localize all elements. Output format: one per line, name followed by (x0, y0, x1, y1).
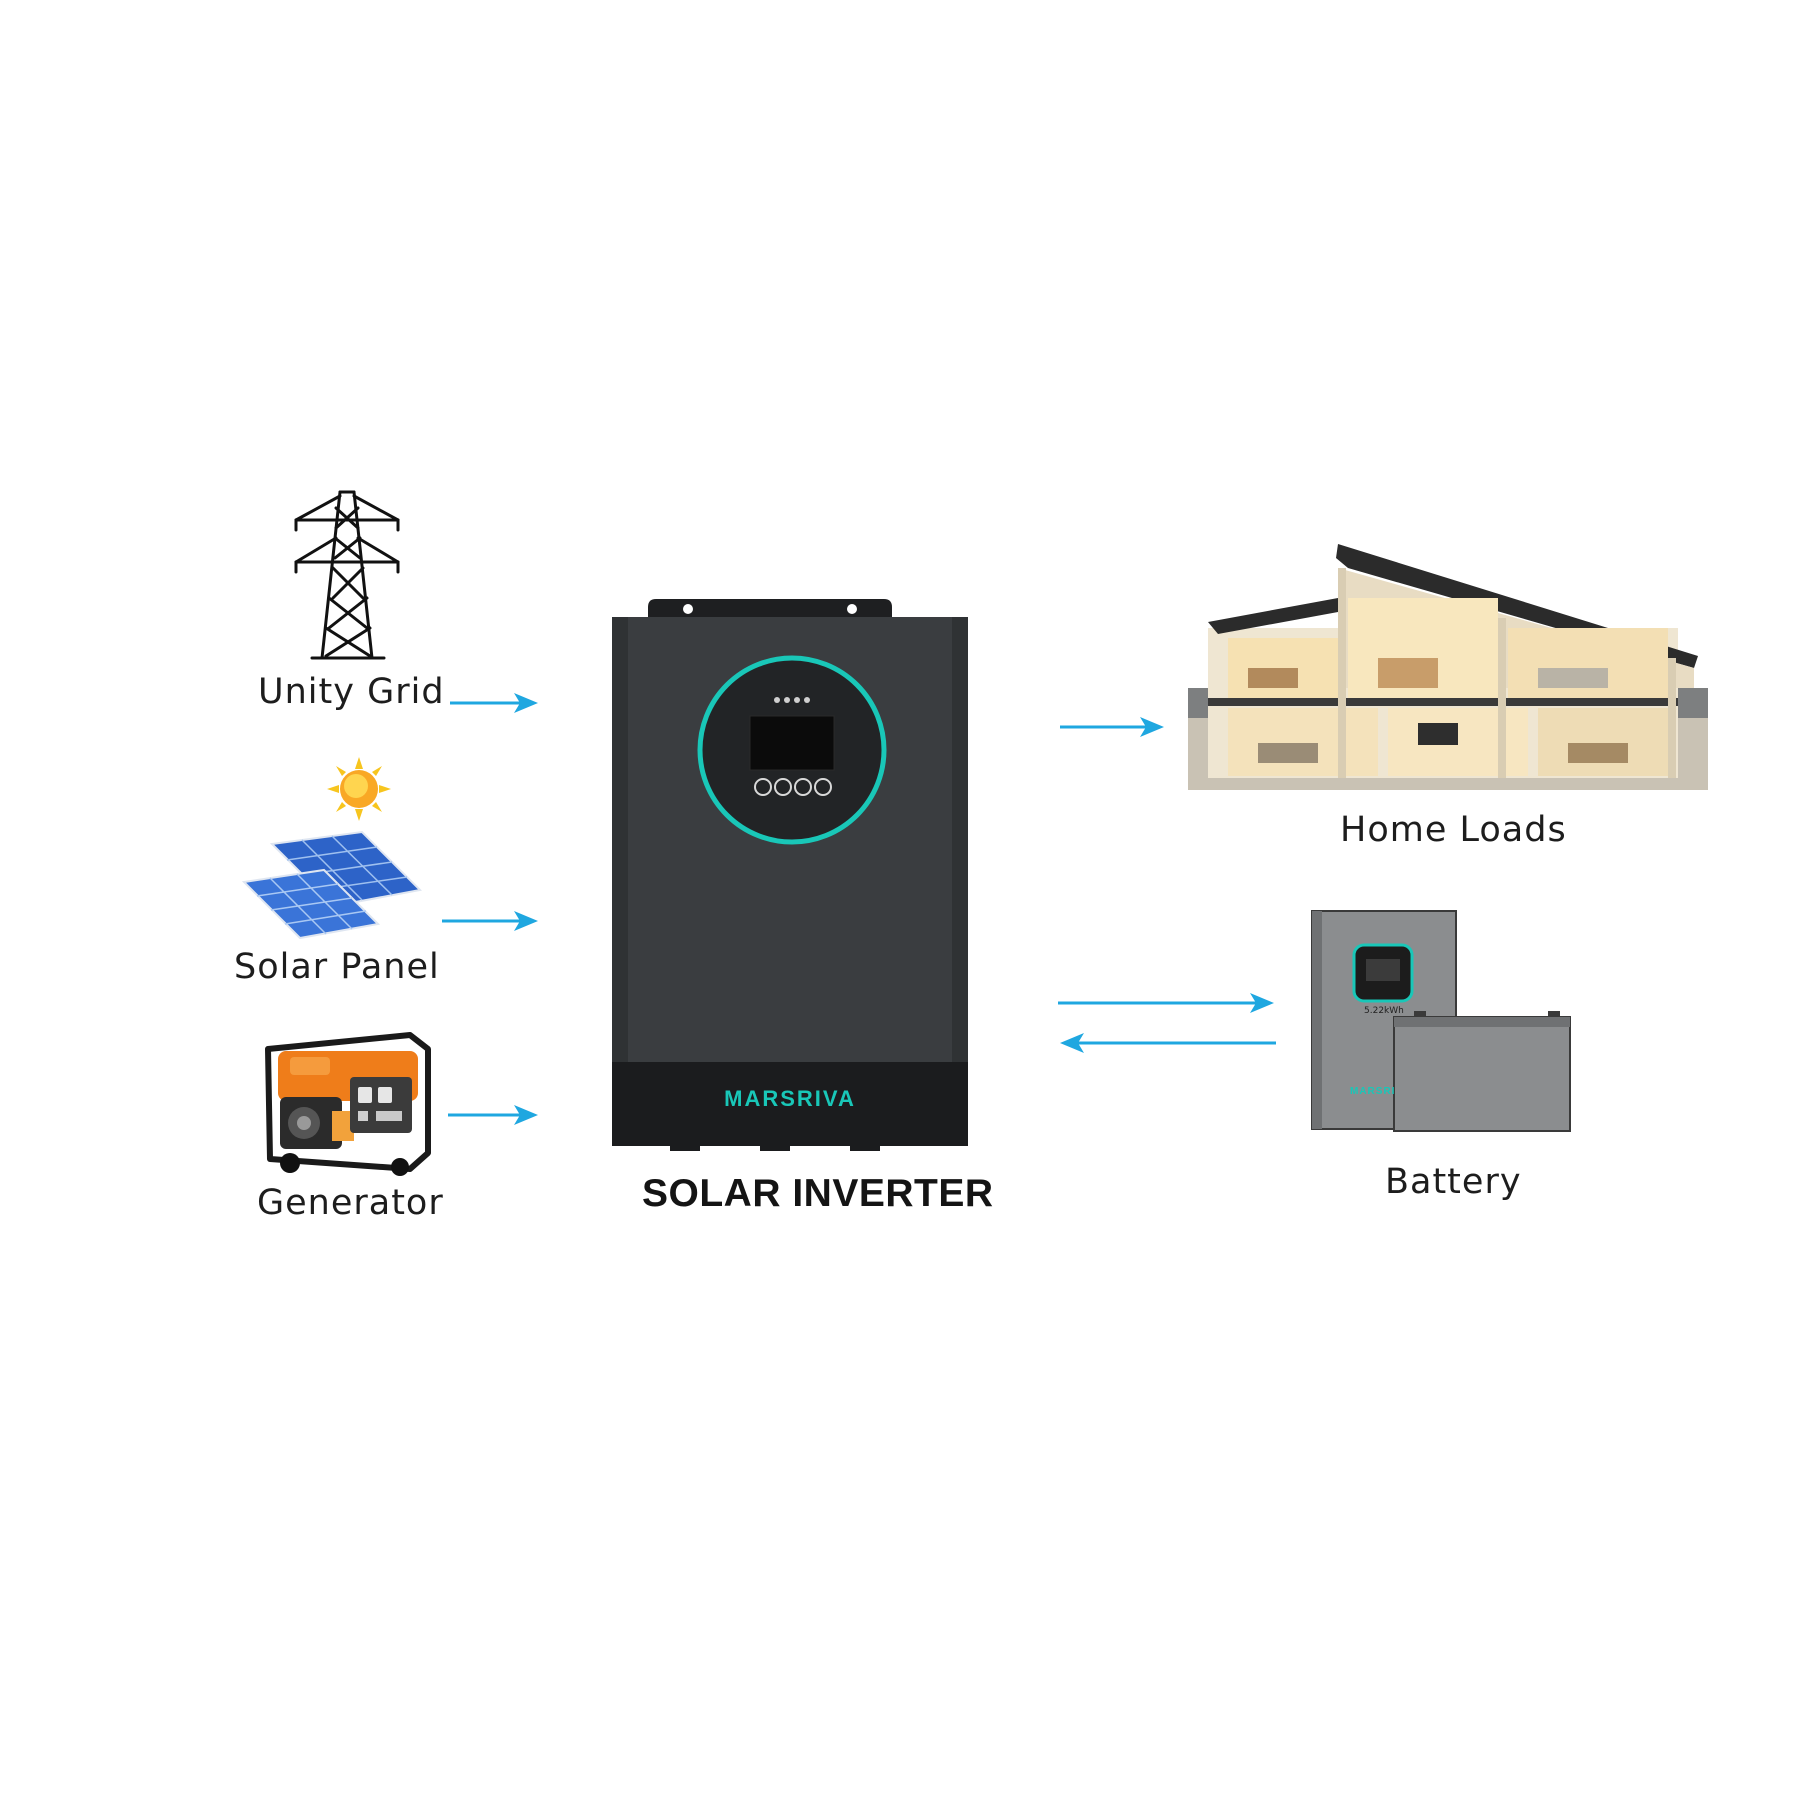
house-icon (1188, 538, 1708, 790)
solar-panel-icon (242, 830, 422, 940)
generator-label: Generator (257, 1183, 444, 1223)
battery-charge-arrow-icon (1058, 990, 1276, 1016)
grid-arrow-icon (450, 690, 540, 716)
home-arrow-icon (1060, 714, 1166, 740)
solar-arrow-icon (442, 908, 540, 934)
grid-label: Unity Grid (258, 672, 445, 712)
generator-arrow-icon (448, 1102, 540, 1128)
home-label: Home Loads (1340, 810, 1567, 850)
inverter-brand: MARSRIVA (724, 1086, 856, 1111)
battery-label: Battery (1385, 1162, 1522, 1202)
battery-capacity: 5.22kWh (1364, 1006, 1404, 1016)
generator-icon (260, 1027, 435, 1179)
solar-inverter-icon (610, 597, 970, 1157)
solar-label: Solar Panel (234, 947, 440, 987)
transmission-tower-icon (292, 488, 402, 663)
sun-icon (327, 757, 391, 821)
battery-discharge-arrow-icon (1058, 1030, 1276, 1056)
inverter-label: SOLAR INVERTER (642, 1172, 994, 1215)
battery-icon (1308, 907, 1573, 1137)
battery-brand: MARSRIVA (1350, 1086, 1394, 1097)
